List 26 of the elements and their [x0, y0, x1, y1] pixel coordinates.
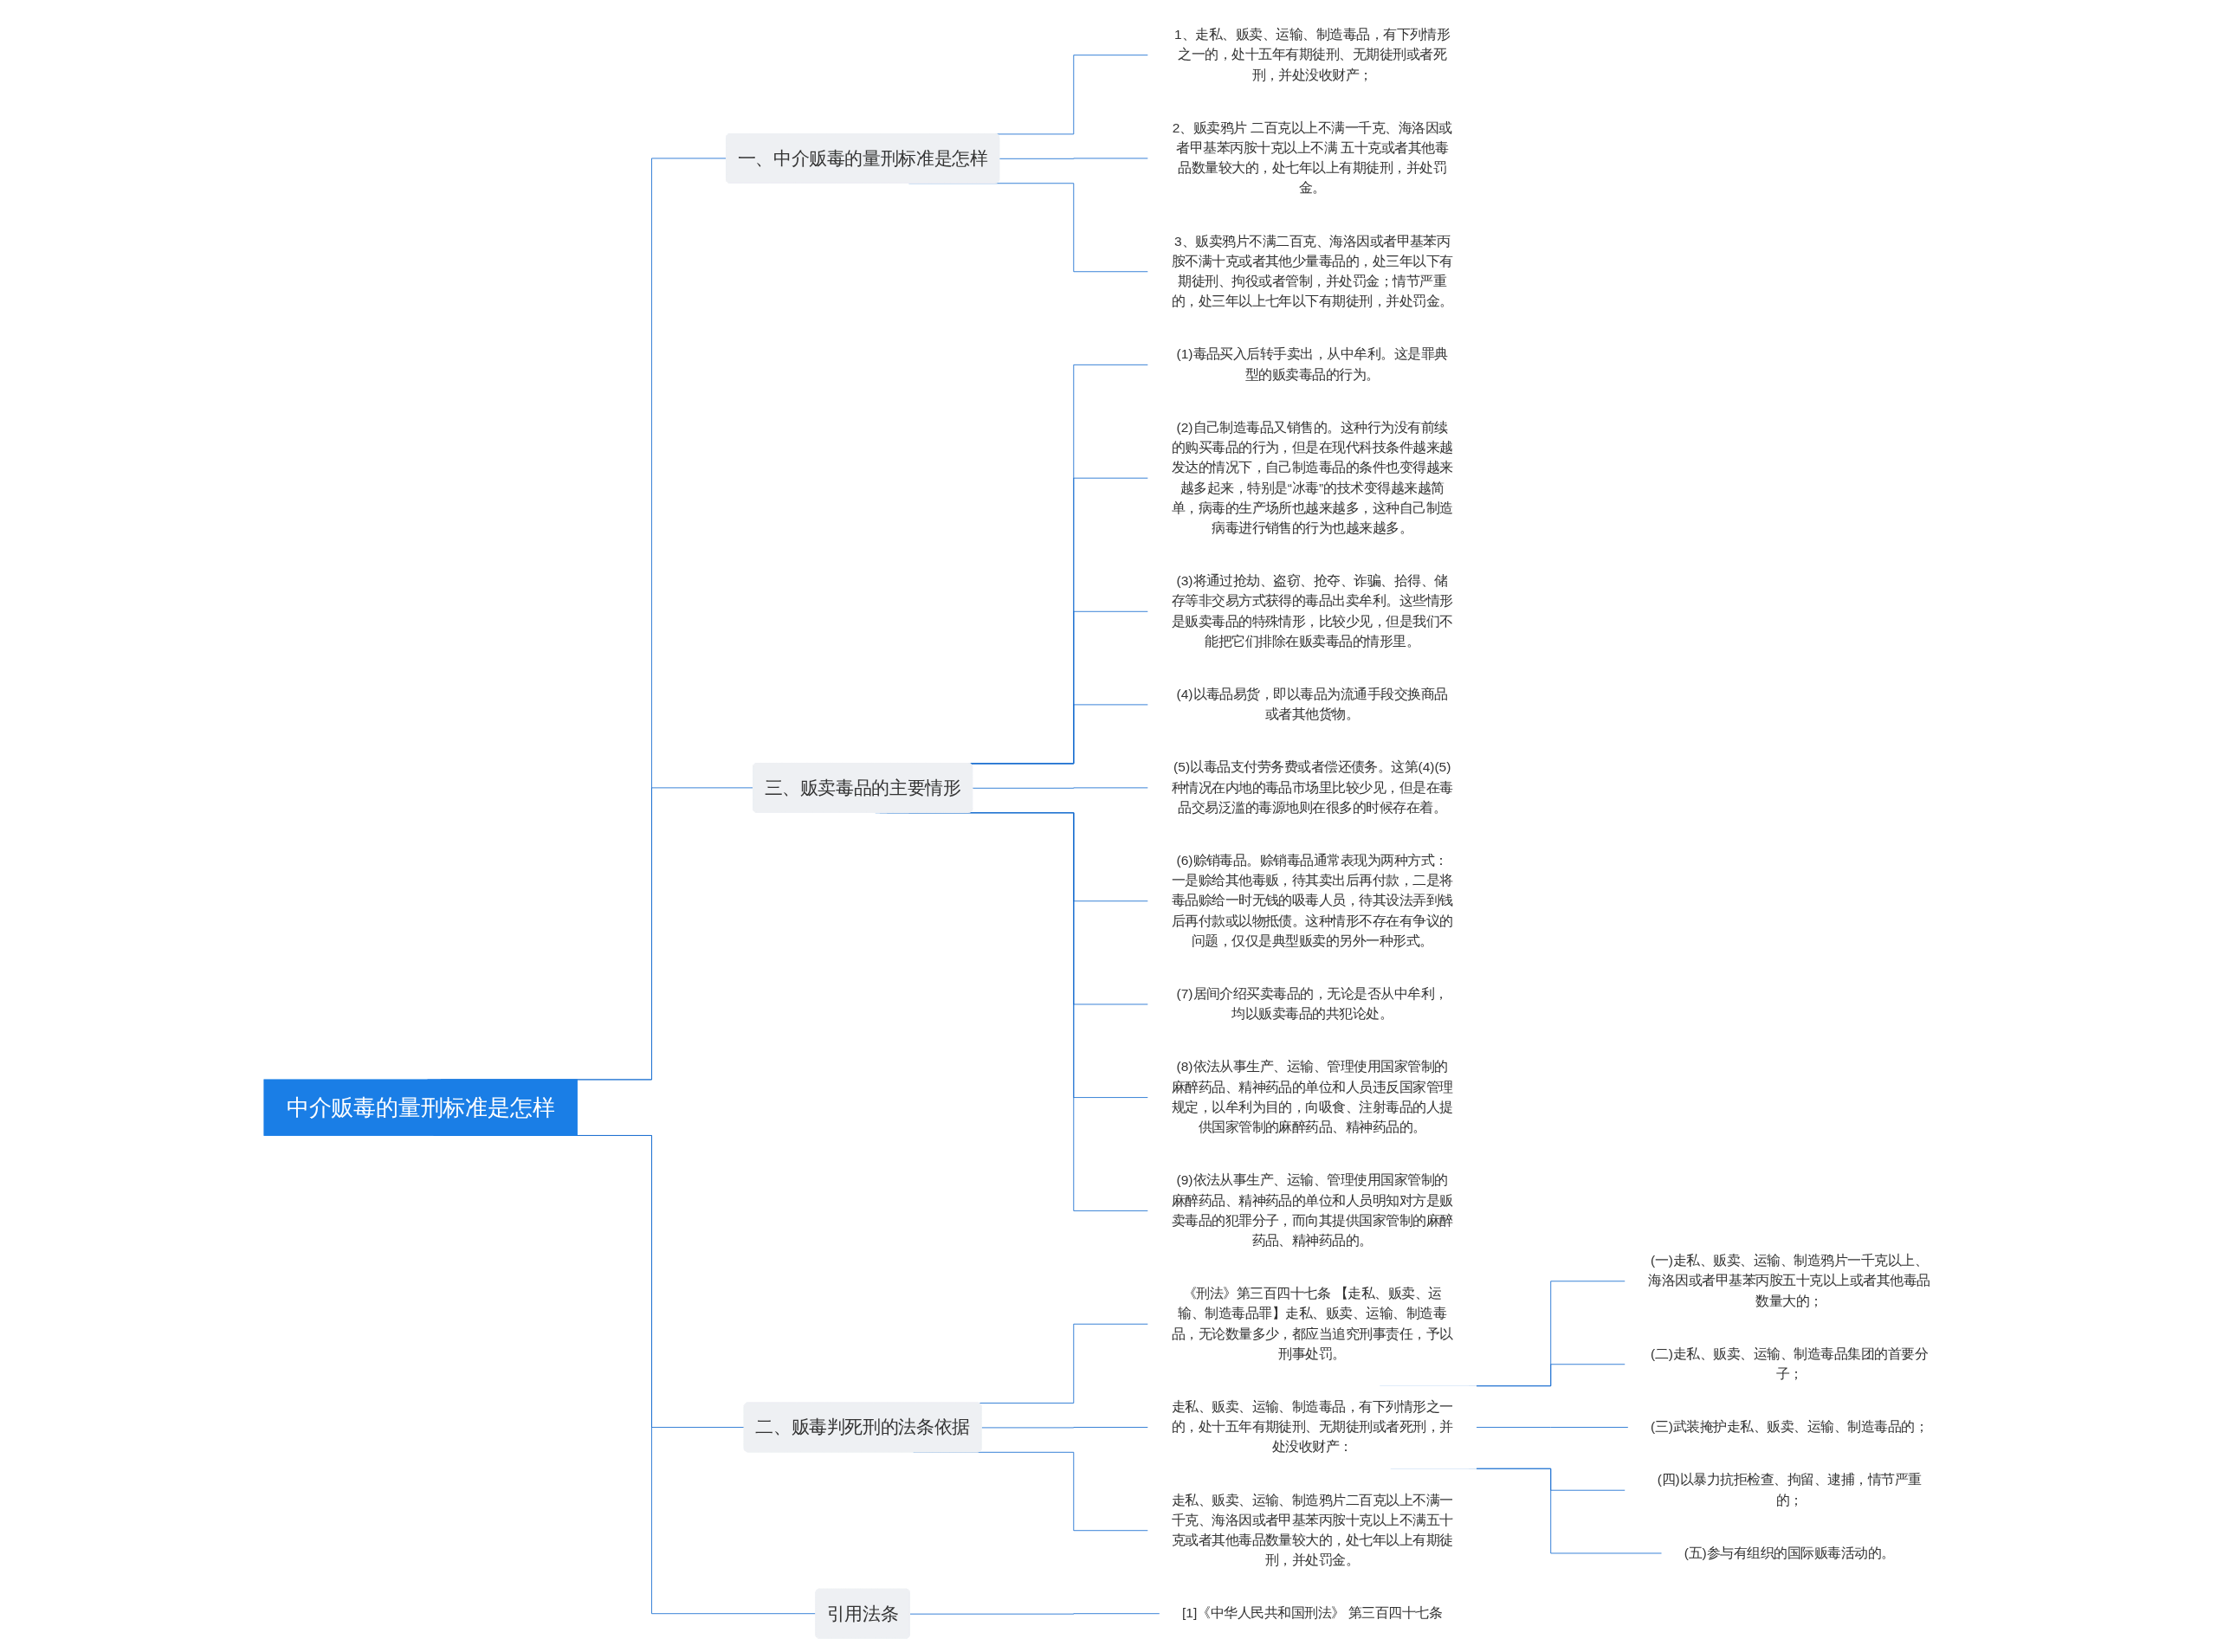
node-text: (1)毒品买入后转手卖出，从中牟利。这是罪典型的贩卖毒品的行为。 [1176, 346, 1448, 383]
node-text: (2)自己制造毒品又销售的。这种行为没有前续的购买毒品的行为，但是在现代科技条件越来越发达的情况下，自己制造毒品的条件也变得越来越多起来，特别是“冰毒”的技术变得越来越简单，病毒的生产场所也越来越多，这种自己制造病毒进行销售的行为也越来越多。 [1171, 420, 1453, 536]
node-box: 中介贩毒的量刑标准是怎样 [263, 1079, 578, 1136]
node-text: (8)依法从事生产、运输、管理使用国家管制的麻醉药品、精神药品的单位和人员违反国家管理规定，以牟利为目的，向吸食、注射毒品的人提供国家管制的麻醉药品、精神药品的。 [1171, 1059, 1453, 1135]
node-text: 3、贩卖鸦片不满二百克、海洛因或者甲基苯丙胺不满十克或者其他少量毒品的，处三年以下有期徒刑、拘役或者管制，并处罚金；情节严重的，处三年以上七年以下有期徒刑，并处罚金。 [1171, 233, 1453, 309]
node-text: (6)赊销毒品。赊销毒品通常表现为两种方式：一是赊给其他毒贩，待其卖出后再付款，二是将毒品赊给一时无钱的吸毒人员，待其设法弄到钱后再付款或以物抵债。这种情形不存在有争议的问题，仅仅是典型贩卖的另外一种形式。 [1171, 853, 1453, 949]
node-text: [1]《中华人民共和国刑法》 第三百四十七条 [1181, 1605, 1443, 1621]
node-text: (7)居间介绍买卖毒品的，无论是否从中牟利，均以贩卖毒品的共犯论处。 [1176, 986, 1448, 1022]
node-text: (二)走私、贩卖、运输、制造毒品集团的首要分子； [1650, 1346, 1929, 1382]
node-text: (3)将通过抢劫、盗窃、抢夺、诈骗、拾得、储存等非交易方式获得的毒品出卖牟利。这些情形是贩卖毒品的特殊情形，比较少见，但是我们不能把它们排除在贩卖毒品的情形里。 [1171, 573, 1453, 649]
node-text: (9)依法从事生产、运输、管理使用国家管制的麻醉药品、精神药品的单位和人员明知对方是贩卖毒品的犯罪分子，而向其提供国家管制的麻醉药品、精神药品的。 [1171, 1172, 1453, 1249]
node-text: (四)以暴力抗拒检查、拘留、逮捕，情节严重的； [1657, 1472, 1922, 1508]
node-text: (5)以毒品支付劳务费或者偿还债务。这第(4)(5)种情况在内地的毒品市场里比较少见，但是在毒品交易泛滥的毒源地则在很多的时候存在着。 [1171, 759, 1453, 816]
connector [1475, 1427, 1629, 1428]
node-text: (4)以毒品易货，即以毒品为流通手段交换商品或者其他货物。 [1176, 687, 1448, 722]
connector [972, 787, 1149, 789]
node-text: 《刑法》第三百四十七条 【走私、贩卖、运输、制造毒品罪】走私、贩卖、运输、制造毒品，无论数量多少，都应当追究刑事责任，予以刑事处罚。 [1171, 1286, 1453, 1362]
node-text: (三)武装掩护走私、贩卖、运输、制造毒品的； [1650, 1419, 1929, 1435]
node-text: 1、走私、贩卖、运输、制造毒品，有下列情形之一的，处十五年有期徒刑、无期徒刑或者死刑，并处没收财产； [1173, 27, 1451, 83]
connector [999, 158, 1149, 159]
connector [980, 1427, 1149, 1429]
node-text: (五)参与有组织的国际贩毒活动的。 [1684, 1545, 1895, 1561]
node-text: 走私、贩卖、运输、制造鸦片二百克以上不满一千克、海洛因或者甲基苯丙胺十克以上不满五十克或者其他毒品数量较大的，处七年以上有期徒刑，并处罚金。 [1171, 1492, 1453, 1568]
node-text: (一)走私、贩卖、运输、制造鸦片一千克以上、海洛因或者甲基苯丙胺五十克以上或者其他毒品数量大的； [1648, 1253, 1930, 1309]
node-text: 2、贩卖鸦片 二百克以上不满一千克、海洛因或者甲基苯丙胺十克以上不满 五十克或者其他毒品数量较大的，处七年以上有期徒刑，并处罚金。 [1172, 119, 1452, 196]
connector [909, 1613, 1160, 1615]
